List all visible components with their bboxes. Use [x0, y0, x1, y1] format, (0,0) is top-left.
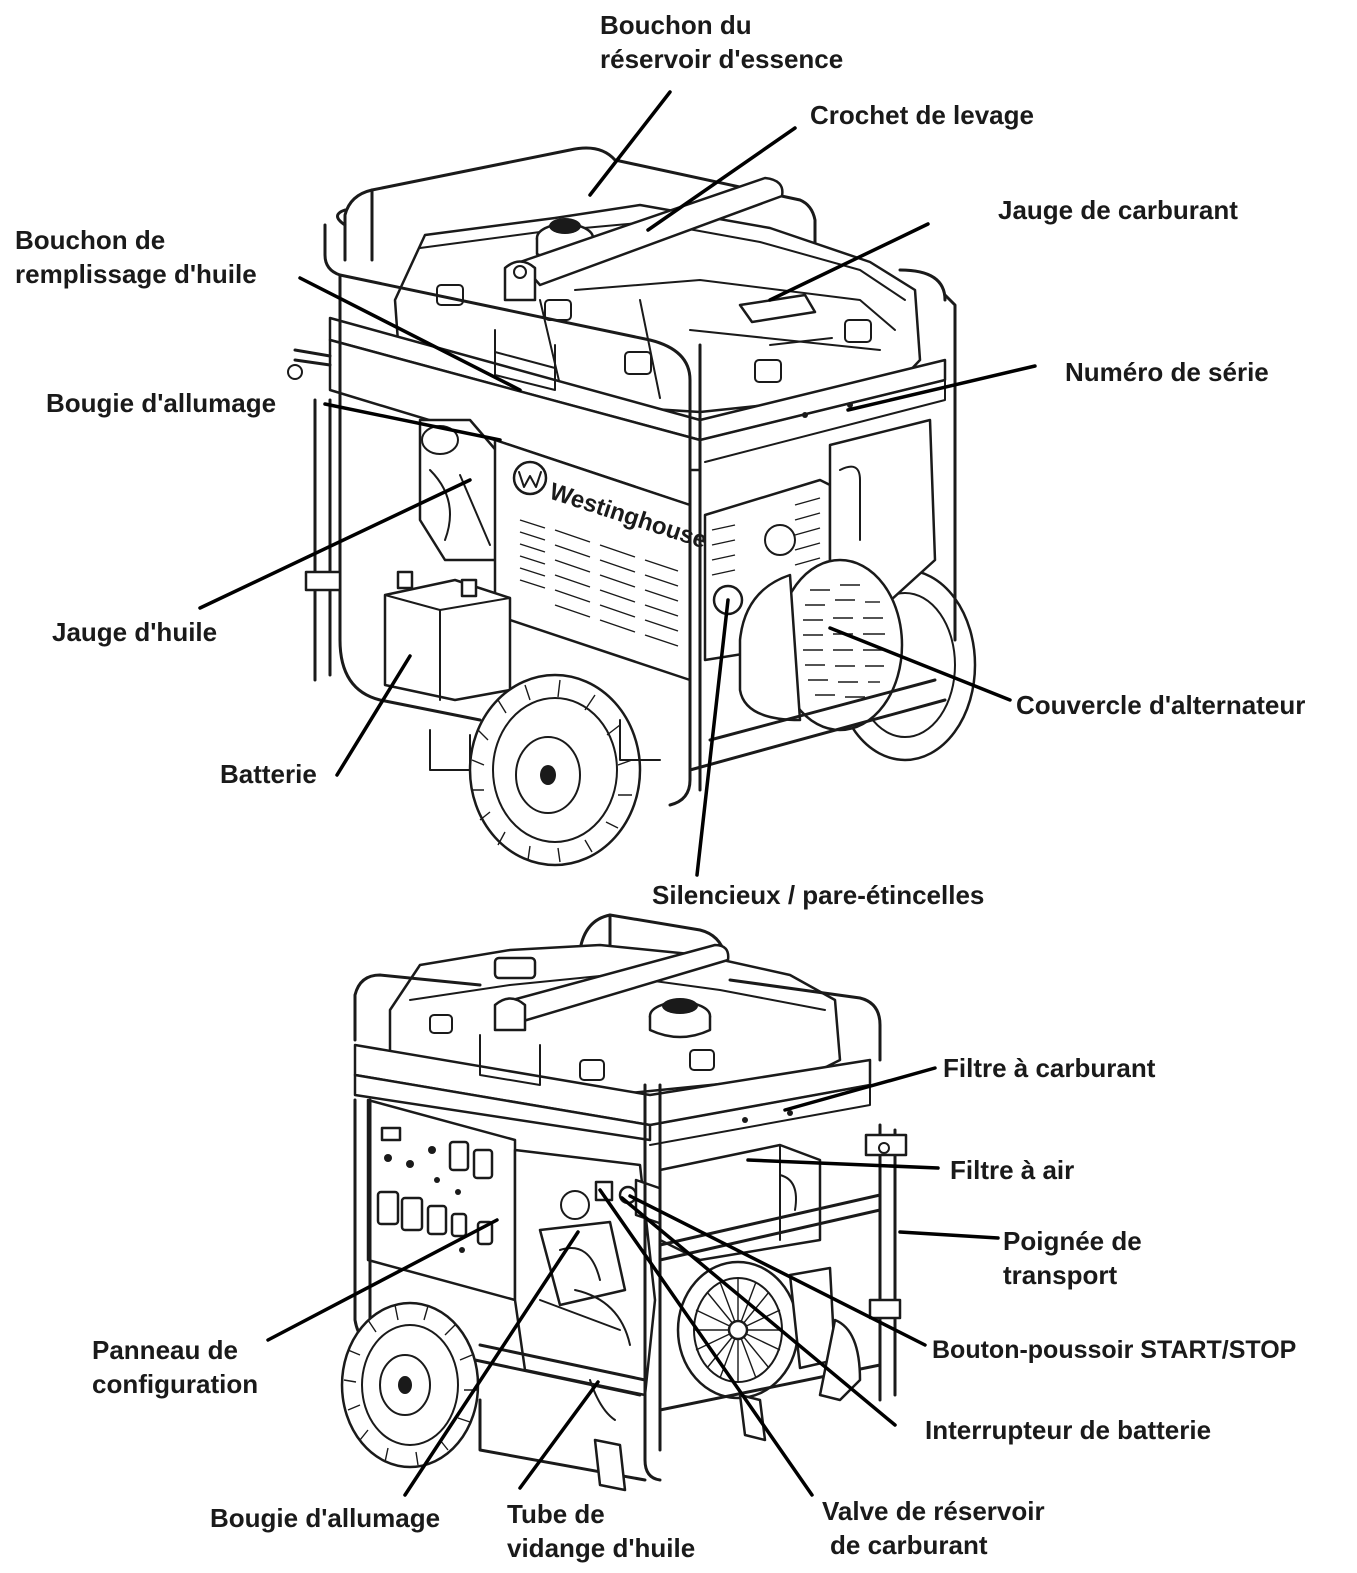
leader-lines [198, 90, 1037, 1497]
leader-fuel-valve [598, 1188, 814, 1497]
label-config-panel: Panneau de configuration [92, 1335, 259, 1399]
label-oil-dipstick: Jauge d'huile [52, 617, 218, 647]
label-battery-switch: Interrupteur de batterie [925, 1415, 1212, 1445]
leader-spark-plug-bottom [403, 1230, 580, 1497]
label-serial-number: Numéro de série [1065, 357, 1269, 387]
label-alternator-cover: Couvercle d'alternateur [1016, 690, 1306, 720]
leader-config-panel [266, 1218, 499, 1342]
leader-fuel-gauge [768, 222, 930, 302]
leader-serial-number [846, 364, 1037, 412]
label-fuel-valve: Valve de réservoir de carburant [822, 1496, 1045, 1560]
leader-battery [335, 654, 412, 777]
bottom-generator [340, 913, 908, 1492]
label-oil-fill-cap: Bouchon de remplissage d'huile [15, 225, 257, 289]
label-carry-handle: Poignée de transport [1003, 1226, 1142, 1290]
label-oil-drain: Tube de vidange d'huile [507, 1499, 696, 1563]
label-air-filter: Filtre à air [950, 1155, 1075, 1185]
label-spark-plug-top: Bougie d'allumage [46, 388, 277, 418]
leader-oil-dipstick [198, 478, 472, 610]
label-spark-plug-bottom: Bougie d'allumage [210, 1503, 441, 1533]
leader-alternator-cover [828, 626, 1012, 702]
leader-spark-plug-top [323, 402, 502, 442]
leader-oil-fill-cap [298, 276, 522, 392]
leader-fuel-cap [588, 90, 672, 197]
label-fuel-cap: Bouchon du réservoir d'essence [600, 10, 844, 74]
label-muffler: Silencieux / pare-étincelles [652, 880, 985, 910]
leader-battery-switch [620, 1196, 897, 1427]
label-fuel-gauge: Jauge de carburant [998, 195, 1238, 225]
leader-muffler [695, 598, 730, 877]
leader-air-filter [746, 1158, 940, 1170]
label-fuel-filter: Filtre à carburant [943, 1053, 1156, 1083]
leader-oil-drain [518, 1380, 600, 1490]
top-generator [287, 146, 977, 867]
leader-start-stop [628, 1194, 927, 1347]
label-battery: Batterie [220, 759, 317, 789]
label-start-stop: Bouton-poussoir START/STOP [932, 1336, 1297, 1364]
leader-carry-handle [898, 1230, 1000, 1240]
label-lifting-hook: Crochet de levage [810, 100, 1034, 130]
leader-fuel-filter [783, 1066, 937, 1112]
leader-lifting-hook [646, 126, 797, 232]
